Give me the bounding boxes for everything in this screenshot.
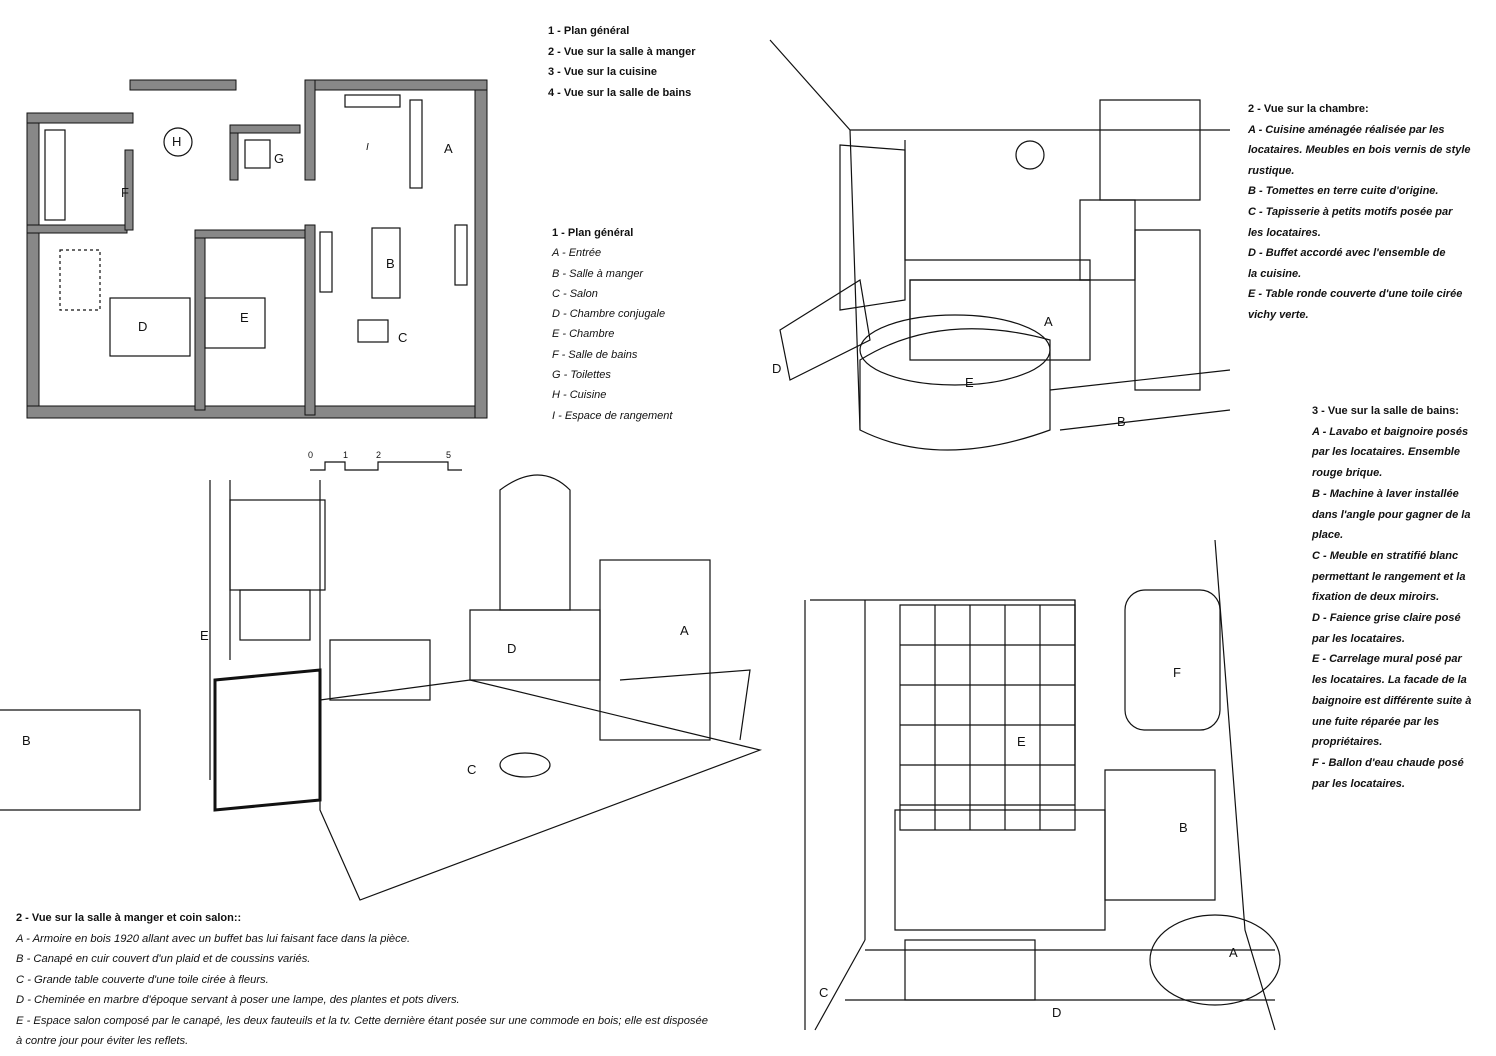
kitchen-label: E bbox=[965, 375, 974, 390]
legend-item: H - Cuisine bbox=[552, 389, 607, 402]
dining-label: A bbox=[680, 623, 689, 638]
legend-line: les locataires. La facade de la bbox=[1312, 674, 1467, 687]
legend-line: A - Lavabo et baignoire posés bbox=[1312, 425, 1469, 438]
legend-line: locataires. Meubles en bois vernis de st… bbox=[1248, 144, 1471, 157]
scale-tick-label: 5 bbox=[446, 450, 451, 460]
index-item: 2 - Vue sur la salle à manger bbox=[548, 45, 696, 58]
legend-line: par les locataires. Ensemble bbox=[1312, 446, 1460, 459]
scale-tick-label: 2 bbox=[376, 450, 381, 460]
dining-label: B bbox=[22, 733, 31, 748]
plan-label: E bbox=[240, 310, 249, 325]
bathroom-legend-title: 3 - Vue sur la salle de bains: bbox=[1312, 405, 1459, 417]
dining-label: C bbox=[467, 762, 476, 777]
bathroom-label: A bbox=[1229, 945, 1238, 960]
kitchen-label: A bbox=[1044, 314, 1053, 329]
kitchen-label: B bbox=[1117, 414, 1126, 429]
index-item: 3 - Vue sur la cuisine bbox=[548, 66, 658, 78]
legend-line: D - Buffet accordé avec l'ensemble de bbox=[1248, 247, 1446, 260]
legend-line: fixation de deux miroirs. bbox=[1312, 591, 1440, 604]
bathroom-label: D bbox=[1052, 1005, 1061, 1020]
plan-label: I bbox=[366, 142, 369, 153]
legend-line: A - Cuisine aménagée réalisée par les bbox=[1248, 123, 1445, 136]
plan-label: F bbox=[121, 185, 129, 200]
bathroom-sketch: E F B C A D bbox=[804, 539, 1281, 1031]
legend-item: E - Chambre bbox=[552, 328, 615, 341]
legend-line: rustique. bbox=[1248, 164, 1295, 177]
legend-line: par les locataires. bbox=[1312, 632, 1405, 645]
legend-item: F - Salle de bains bbox=[552, 348, 638, 361]
legend-line: rouge brique. bbox=[1312, 467, 1383, 480]
bathroom-label: F bbox=[1173, 665, 1181, 680]
legend-line: par les locataires. bbox=[1312, 777, 1405, 790]
legend-line: B - Machine à laver installée bbox=[1312, 487, 1459, 500]
plan-label: B bbox=[386, 256, 395, 271]
floor-plan-sketch: H G I A F B D E C 0 1 2 5 bbox=[26, 79, 488, 471]
legend-item: G - Toilettes bbox=[552, 369, 611, 382]
dining-legend: 2 - Vue sur la salle à manger et coin sa… bbox=[16, 908, 708, 1052]
legend-item: B - Salle à manger bbox=[552, 267, 644, 280]
bathroom-label: B bbox=[1179, 820, 1188, 835]
kitchen-legend: 2 - Vue sur la chambre: A - Cuisine amén… bbox=[1248, 99, 1471, 326]
legend-line: baignoire est différente suite à bbox=[1312, 694, 1472, 707]
legend-line: à contre jour pour éviter les reflets. bbox=[16, 1035, 189, 1047]
plan-legend: 1 - Plan général A - Entrée B - Salle à … bbox=[552, 223, 672, 426]
plan-legend-title: 1 - Plan général bbox=[552, 227, 634, 239]
dining-legend-title: 2 - Vue sur la salle à manger et coin sa… bbox=[16, 912, 242, 924]
plan-label: D bbox=[138, 319, 147, 334]
bathroom-label: E bbox=[1017, 734, 1026, 749]
scale-tick-label: 1 bbox=[343, 450, 348, 460]
legend-line: D - Faience grise claire posé bbox=[1312, 612, 1461, 625]
legend-line: la cuisine. bbox=[1248, 267, 1302, 280]
legend-item: C - Salon bbox=[552, 287, 598, 300]
dining-room-sketch: E A D B C bbox=[0, 474, 763, 901]
legend-line: A - Armoire en bois 1920 allant avec un … bbox=[16, 932, 411, 945]
legend-line: E - Carrelage mural posé par bbox=[1312, 653, 1462, 666]
plan-label: G bbox=[274, 151, 284, 166]
legend-line: une fuite réparée par les bbox=[1312, 715, 1440, 728]
legend-line: B - Tomettes en terre cuite d'origine. bbox=[1248, 185, 1439, 198]
legend-line: E - Espace salon composé par le canapé, … bbox=[16, 1014, 708, 1027]
plan-furniture bbox=[44, 94, 468, 357]
bathroom-label: C bbox=[819, 985, 828, 1000]
legend-line: propriétaires. bbox=[1312, 736, 1383, 749]
kitchen-sketch: D A E B bbox=[769, 39, 1231, 451]
legend-line: C - Tapisserie à petits motifs posée par bbox=[1248, 205, 1453, 218]
legend-line: place. bbox=[1312, 529, 1344, 542]
legend-line: C - Meuble en stratifié blanc bbox=[1312, 549, 1459, 562]
legend-line: C - Grande table couverte d'une toile ci… bbox=[16, 973, 269, 986]
dining-label: E bbox=[200, 628, 209, 643]
legend-line: B - Canapé en cuir couvert d'un plaid et… bbox=[16, 953, 311, 965]
scale-bar: 0 1 2 5 bbox=[308, 450, 462, 471]
legend-line: les locataires. bbox=[1248, 226, 1321, 239]
plan-walls bbox=[26, 79, 488, 419]
kitchen-legend-title: 2 - Vue sur la chambre: bbox=[1248, 103, 1369, 115]
dining-label: D bbox=[507, 641, 516, 656]
legend-item: I - Espace de rangement bbox=[552, 409, 673, 422]
kitchen-label: D bbox=[772, 361, 781, 376]
legend-line: permettant le rangement et la bbox=[1312, 570, 1466, 583]
legend-line: vichy verte. bbox=[1248, 308, 1309, 321]
plan-label: A bbox=[444, 141, 453, 156]
legend-line: D - Cheminée en marbre d'époque servant … bbox=[16, 994, 460, 1006]
bathroom-legend: 3 - Vue sur la salle de bains: A - Lavab… bbox=[1312, 401, 1471, 794]
scale-tick-label: 0 bbox=[308, 450, 313, 460]
legend-line: dans l'angle pour gagner de la bbox=[1312, 508, 1471, 521]
index-list: 1 - Plan général 2 - Vue sur la salle à … bbox=[548, 21, 696, 103]
legend-item: D - Chambre conjugale bbox=[552, 308, 666, 321]
legend-line: E - Table ronde couverte d'une toile cir… bbox=[1248, 288, 1463, 301]
index-item: 4 - Vue sur la salle de bains bbox=[548, 86, 692, 99]
legend-line: F - Ballon d'eau chaude posé bbox=[1312, 756, 1464, 769]
legend-item: A - Entrée bbox=[552, 247, 602, 260]
plan-label: H bbox=[172, 134, 181, 149]
plan-label: C bbox=[398, 330, 407, 345]
index-item: 1 - Plan général bbox=[548, 25, 630, 37]
